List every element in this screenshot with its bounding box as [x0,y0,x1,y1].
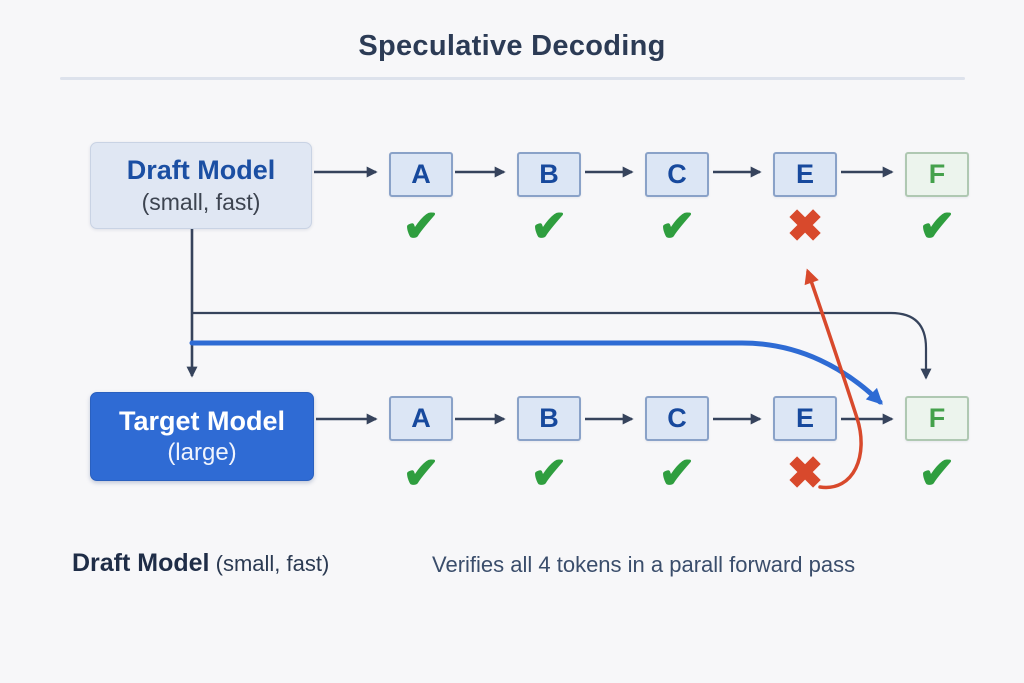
target-token-a-status-icon: ✔ [402,449,440,498]
target-token-e: E [773,396,837,441]
caption-draft-model: Draft Model (small, fast) [72,549,329,578]
draft-token-c-status-icon: ✔ [658,202,696,251]
draft-model-box: Draft Model (small, fast) [90,142,312,229]
draft-token-a: A [389,152,453,197]
target-token-f-status-icon: ✔ [918,449,956,498]
arrow-route-to-f-dark [192,311,932,380]
draft-model-name: Draft Model [126,155,276,186]
target-model-name: Target Model [118,405,285,436]
draft-token-e: E [773,152,837,197]
draft-token-f: F [905,152,969,197]
title-divider [60,77,965,80]
target-model-box: Target Model (large) [90,392,314,481]
target-token-c: C [645,396,709,441]
target-token-b-status-icon: ✔ [530,449,568,498]
page-title: Speculative Decoding [358,30,666,62]
target-token-b: B [517,396,581,441]
target-model-subtitle: (large) [167,439,237,467]
draft-token-b-status-icon: ✔ [530,202,568,251]
draft-token-f-status-icon: ✔ [918,202,956,251]
draft-token-b: B [517,152,581,197]
caption-draft-model-detail: (small, fast) [209,551,330,576]
draft-token-e-status-icon: ✖ [786,202,824,251]
caption-draft-model-bold: Draft Model [72,549,210,577]
draft-model-subtitle: (small, fast) [141,189,261,215]
target-token-f: F [905,396,969,441]
target-token-c-status-icon: ✔ [658,449,696,498]
draft-token-c: C [645,152,709,197]
draft-token-a-status-icon: ✔ [402,202,440,251]
caption-verification: Verifies all 4 tokens in a parall forwar… [432,552,856,577]
target-token-e-status-icon: ✖ [786,449,824,498]
target-token-a: A [389,396,453,441]
